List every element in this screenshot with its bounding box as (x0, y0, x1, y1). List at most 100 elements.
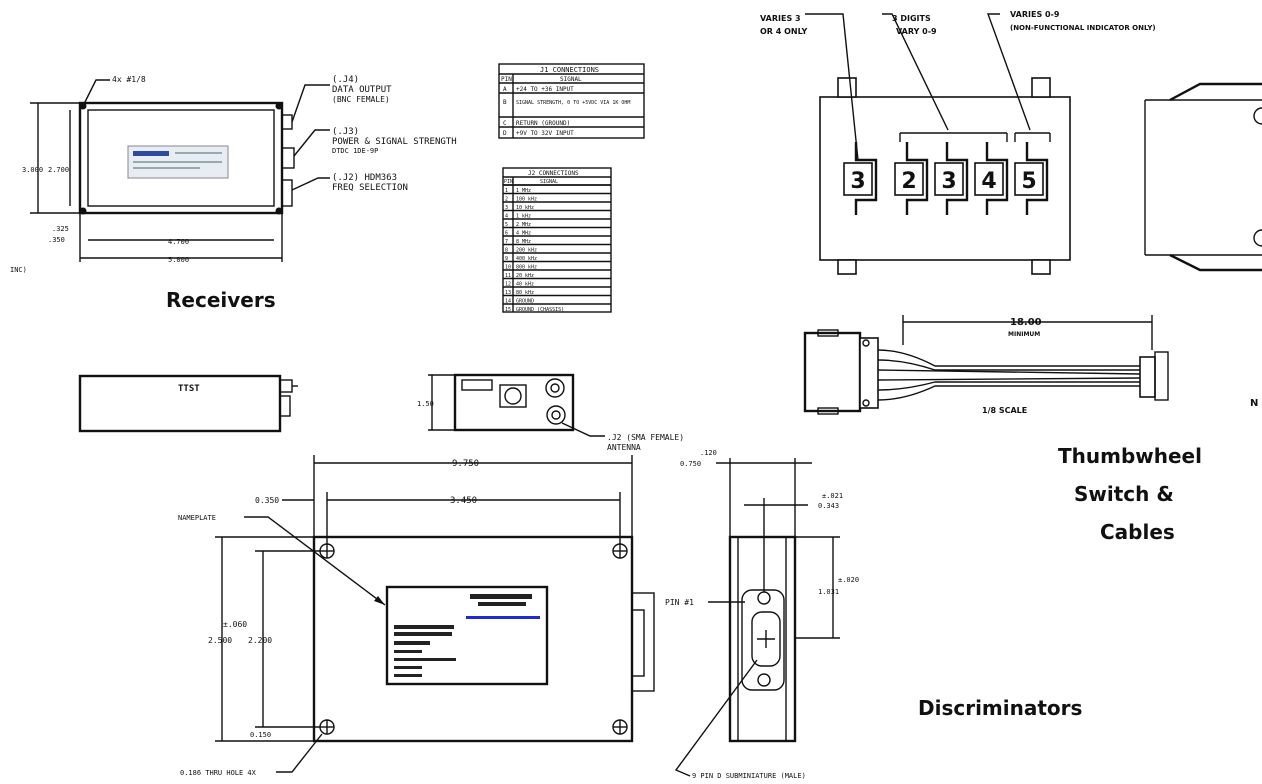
wheel-window (894, 162, 924, 196)
j2-row-pin: 7 (505, 239, 508, 245)
callout1-a: VARIES 3 (760, 14, 801, 23)
antenna-ref: .J2 (SMA FEMALE) (607, 433, 684, 442)
thumbwheel-wheel: 5 (1014, 142, 1049, 215)
dim-total-width: 9.750 (452, 459, 479, 469)
wheel-digit: 3 (850, 169, 865, 194)
j1-header-signal: SIGNAL (560, 76, 582, 83)
leader-j4 (291, 84, 330, 123)
nameplate-label: NAMEPLATE (178, 514, 216, 522)
j3-type: DTDC 1DE-9P (332, 147, 378, 155)
j2-row-pin: 3 (505, 205, 508, 211)
title-thumbwheel-1: Thumbwheel (1058, 444, 1202, 468)
receiver-top-view: 4x #1/8 (.J4) DATA OUTPUT (BNC FEMALE) (… (10, 75, 457, 274)
j2-row-signal: 10 kHz (516, 205, 534, 211)
j2-row-pin: 4 (505, 214, 508, 220)
cable-scale: 1/8 SCALE (982, 406, 1027, 415)
end-dim: 1.50 (417, 400, 434, 408)
wheel-frame (1025, 142, 1049, 215)
dim-hole-spacing: 3.450 (450, 496, 477, 506)
antenna-label: ANTENNA (607, 443, 641, 452)
cable-length: 18.00 (1010, 317, 1042, 328)
j1-title: J1 CONNECTIONS (540, 66, 599, 74)
j2-row-signal: 1 MHz (516, 188, 531, 194)
wheel-frame (985, 142, 1009, 215)
j2-row-signal: GROUND (CHASSIS) (516, 307, 564, 313)
wheel-digit: 5 (1021, 169, 1036, 194)
leader-j2 (291, 177, 330, 191)
j2-row-signal: 2 MHz (516, 222, 531, 228)
side-dim2: 1.031 (818, 588, 839, 596)
dim-height-outer: 3.000 (22, 166, 43, 174)
side-dim-top1: .120 (700, 449, 717, 457)
thumbwheel-wheel: 3 (843, 142, 878, 215)
table-j1: J1 CONNECTIONS PIN SIGNAL A +24 TO +36 I… (498, 63, 645, 139)
j2-row-pin: 14 (505, 299, 511, 305)
label-logo (133, 151, 169, 156)
dim-hole-height: 2.200 (248, 636, 272, 645)
receiver-inner-outline (87, 109, 275, 207)
callout3-leader (987, 13, 1031, 131)
discriminator-nameplate (385, 585, 549, 686)
j1-row-signal: +9V TO 32V INPUT (516, 130, 574, 137)
wheel-digit: 2 (901, 169, 916, 194)
j2-header-signal: SIGNAL (540, 179, 558, 185)
j1-row-pin: D (503, 130, 507, 137)
discriminator-enclosure (312, 535, 634, 743)
leader-j3 (293, 129, 330, 157)
j1-row-signal: +24 TO +36 INPUT (516, 86, 574, 93)
j2-row-pin: 5 (505, 222, 508, 228)
hole-note: 0.186 THRU HOLE 4X (180, 769, 257, 777)
thumbwheel-wheel: 3 (934, 142, 969, 215)
j1-header-pin: PIN (501, 76, 512, 83)
dim-inner-width: 4.700 (168, 238, 189, 246)
j2-row-pin: 13 (505, 290, 511, 296)
j2-title: J2 CONNECTIONS (528, 170, 579, 177)
dim-left: .350 (48, 236, 65, 244)
edge-letter: N (1250, 398, 1258, 409)
j2-row-signal: 1 kHz (516, 214, 531, 220)
j2-row-pin: 1 (505, 188, 508, 194)
margin-note: INC) (10, 266, 27, 274)
j2-row-signal: 4 MHz (516, 231, 531, 237)
nameplate-stripe (466, 616, 540, 619)
j3-desc: POWER & SIGNAL STRENGTH (332, 137, 457, 147)
j4-type: (BNC FEMALE) (332, 95, 390, 104)
j1-row-pin: A (503, 86, 507, 93)
title-receivers: Receivers (166, 288, 276, 312)
mount-hole-tl (79, 102, 87, 110)
dim-left-offset: 0.350 (255, 496, 279, 505)
j1-row-signal: SIGNAL STRENGTH, 0 TO +5VDC VIA 1K OHM (516, 100, 630, 106)
discriminator-top-view: NAMEPLATE 9.750 3.450 0.350 ±.060 2.500 … (178, 455, 655, 777)
callout2-a: 3 DIGITS (892, 14, 931, 23)
callout2-leader (882, 13, 949, 131)
nameplate-leader (244, 516, 386, 606)
thumbwheel-side-view (1144, 82, 1262, 272)
j2-row-signal: 40 kHz (516, 282, 534, 288)
j2-header-pin: PIN (504, 179, 513, 185)
wheel-frame (905, 142, 929, 215)
title-thumbwheel-3: Cables (1100, 520, 1175, 544)
connector-note: 9 PIN D SUBMINIATURE (MALE) (692, 772, 806, 780)
wheel-digit: 3 (941, 169, 956, 194)
j2-row-pin: 9 (505, 256, 508, 262)
j2-row-pin: 2 (505, 197, 508, 203)
side-dim-top2: 0.750 (680, 460, 701, 468)
dim-offset: .325 (52, 225, 69, 233)
j3-ref: (.J3) (332, 127, 359, 137)
j2-row-signal: 400 kHz (516, 256, 537, 262)
side-label: TTST (178, 384, 200, 394)
connector-leader (674, 659, 758, 777)
j2-row-pin: 15 (505, 307, 511, 313)
callout2-b: VARY 0-9 (896, 27, 937, 36)
cable-assembly: 18.00 MINIMUM 1/8 SCALE N (803, 315, 1258, 415)
receiver-side-view: TTST (78, 374, 298, 433)
dim-tolerance: ±.060 (223, 620, 247, 629)
wheel-frame (945, 142, 969, 215)
side-tol2: ±.020 (838, 576, 859, 584)
connector-j2 (281, 179, 293, 207)
hole-callout: 4x #1/8 (112, 75, 146, 84)
wheel-window (843, 162, 873, 196)
callout3-a: VARIES 0-9 (1010, 10, 1060, 19)
